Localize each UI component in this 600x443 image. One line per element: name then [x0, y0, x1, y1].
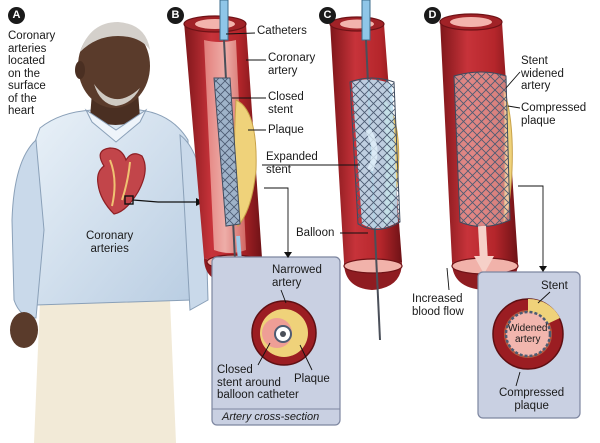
closed-stent-label: Closed stent	[268, 91, 304, 116]
catheters-label: Catheters	[257, 25, 307, 37]
panel-c-badge: C	[319, 7, 336, 24]
artery-cross-section-caption: Artery cross-section	[222, 411, 320, 423]
inset-d	[477, 271, 581, 419]
man-figure	[10, 22, 209, 443]
expanded-stent-label: Expanded stent	[266, 151, 318, 176]
artery-d	[439, 13, 519, 290]
plaque-label: Plaque	[268, 124, 304, 136]
panel-b-badge: B	[167, 7, 184, 24]
inset-plaque-label: Plaque	[294, 373, 330, 385]
balloon-label: Balloon	[296, 227, 335, 239]
coronary-intro-label: Coronary arteries located on the surface…	[8, 30, 56, 117]
arrow-b	[284, 252, 292, 258]
stent-widened-artery-label: Stent widened artery	[521, 55, 564, 92]
coronary-artery-label: Coronary artery	[268, 52, 316, 77]
arrow-d	[539, 266, 547, 272]
closed-stent-around-label: Closed stent around balloon catheter	[217, 364, 299, 401]
compressed-plaque-label: Compressed plaque	[521, 102, 587, 127]
panel-a-badge: A	[8, 7, 25, 24]
inset-compressed-plaque-label: Compressed plaque	[499, 387, 565, 412]
panel-d-badge: D	[424, 7, 441, 24]
widened-artery-label: Widened artery	[508, 323, 548, 345]
inset-b	[211, 256, 341, 426]
coronary-arteries-label: Coronary arteries	[86, 230, 134, 255]
leader-lines	[225, 32, 544, 291]
artery-c	[329, 0, 403, 341]
increased-blood-flow-label: Increased blood flow	[412, 293, 464, 318]
inset-stent-label: Stent	[541, 280, 568, 292]
narrowed-artery-label: Narrowed artery	[272, 264, 322, 289]
